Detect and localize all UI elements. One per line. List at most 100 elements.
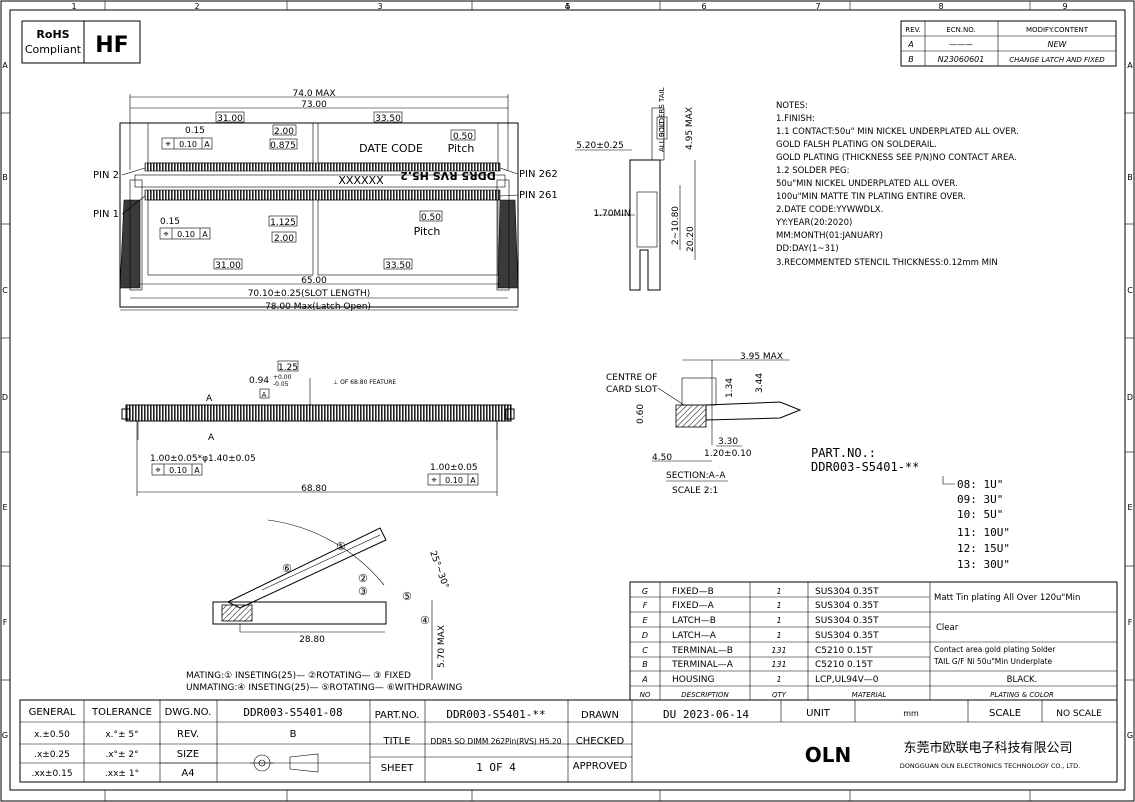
dim-all-solders: ALL SOLDERS TAIL bbox=[658, 87, 666, 152]
plating-option: 10: 5U" bbox=[957, 508, 1003, 521]
position-symbol: ⌖ bbox=[431, 476, 436, 486]
bom-header-mat: MATERIAL bbox=[852, 691, 887, 699]
size-label: SIZE bbox=[177, 749, 199, 760]
row-marker: A bbox=[2, 61, 8, 70]
dim-2880: 28.80 bbox=[299, 635, 325, 645]
section-a-bot: A bbox=[208, 433, 215, 443]
row-marker: G bbox=[1127, 731, 1133, 740]
dim-570-max: 5.70 MAX bbox=[437, 625, 447, 668]
bom-qty: 1 bbox=[776, 631, 781, 640]
tol-right: 0.10 bbox=[445, 476, 463, 485]
approved-label: APPROVED bbox=[573, 761, 628, 772]
datum-left: A bbox=[194, 466, 200, 475]
sheet-label: SHEET bbox=[381, 763, 415, 774]
section-a-top: A bbox=[206, 394, 213, 404]
size-value: A4 bbox=[181, 768, 194, 779]
bom-mat: C5210 0.15T bbox=[815, 660, 873, 670]
note-line: 50u"MIN NICKEL UNDERPLATED ALL OVER. bbox=[776, 179, 958, 189]
company-name-cn: 东莞市欧联电子科技有限公司 bbox=[903, 740, 1072, 756]
row-marker: E bbox=[2, 503, 7, 512]
plating-bc-2: TAIL G/F Ni 50u"Min Underplate bbox=[933, 657, 1053, 666]
scale-label: SCALE bbox=[989, 708, 1021, 719]
dim-395-max: 3.95 MAX bbox=[740, 352, 783, 362]
row-marker: F bbox=[1128, 618, 1133, 627]
dim-520: 5.20±0.25 bbox=[576, 141, 624, 151]
datum-a: A bbox=[204, 140, 210, 149]
dim-450: 4.50 bbox=[652, 453, 672, 463]
dwg-no: DDR003-S5401-08 bbox=[243, 706, 342, 719]
note-line: 2.DATE CODE:YYWWDLX. bbox=[776, 205, 883, 215]
row-marker: D bbox=[2, 393, 8, 402]
dim-344: 3.44 bbox=[755, 373, 765, 393]
bom-qty: 131 bbox=[771, 660, 786, 669]
col-marker: 3 bbox=[377, 2, 382, 11]
dim-125: 1.25 bbox=[278, 363, 298, 373]
dim-094: 0.94 bbox=[249, 376, 269, 386]
tol-general: .x±0.25 bbox=[34, 750, 70, 760]
xxxxxx-label: XXXXXX bbox=[338, 174, 384, 187]
drawn-value: DU 2023-06-14 bbox=[663, 708, 749, 721]
bom-mat: SUS304 0.35T bbox=[815, 616, 879, 626]
tolerance-label: TOLERANCE bbox=[91, 707, 152, 718]
row-marker: A bbox=[1127, 61, 1133, 70]
company-name-en: DONGGUAN OLN ELECTRONICS TECHNOLOGY CO.,… bbox=[900, 762, 1080, 770]
col-marker: 8 bbox=[938, 2, 943, 11]
bom-mat: LCP,UL94V—0 bbox=[815, 675, 879, 685]
step-5: ⑤ bbox=[402, 590, 412, 603]
part-no-label: PART.NO.: bbox=[811, 446, 876, 460]
bom-desc: LATCH—B bbox=[672, 616, 716, 626]
bom-desc: FIXED—B bbox=[672, 587, 714, 597]
position-symbol: ⌖ bbox=[155, 466, 160, 476]
step-1: ① bbox=[336, 540, 346, 553]
dim-3350-bot: 33.50 bbox=[385, 261, 411, 271]
ddr5-marking: DDR5 RVS H5.2 bbox=[400, 169, 496, 182]
note-line: NOTES: bbox=[776, 101, 808, 111]
ecn-cell: N23060601 bbox=[938, 55, 985, 64]
row-marker: B bbox=[1127, 173, 1133, 182]
bom-qty: 1 bbox=[776, 601, 781, 610]
compliant-label: Compliant bbox=[25, 43, 82, 56]
plating-option: 12: 15U" bbox=[957, 542, 1010, 555]
title-label: TITLE bbox=[382, 736, 410, 747]
dim-170-min: 1.70MIN bbox=[593, 209, 630, 219]
dim-015-top: 0.15 bbox=[185, 126, 205, 136]
note-line: 1.1 CONTACT:50u" MIN NICKEL UNDERPLATED … bbox=[776, 127, 1019, 137]
bom-no: E bbox=[642, 616, 648, 625]
step-2: ② bbox=[358, 572, 368, 585]
tol-010: 0.10 bbox=[177, 230, 195, 239]
dim-120: 1.20±0.10 bbox=[704, 449, 752, 459]
side-view: 5.20±0.25 1.70MIN ALL SOLDERS TAIL 0.10 … bbox=[575, 87, 696, 291]
datum-right: A bbox=[470, 476, 476, 485]
col-marker: 6 bbox=[701, 2, 706, 11]
tol-left: 0.10 bbox=[169, 466, 187, 475]
note-line: DD:DAY(1~31) bbox=[776, 244, 839, 254]
top-view: 74.0 MAX 73.00 31.00 33.50 0.15 ⌖ 0.10 A… bbox=[93, 89, 558, 312]
pin-1-label: PIN 1 bbox=[93, 209, 119, 220]
bom-desc: TERMINAL—A bbox=[671, 660, 734, 670]
bom-desc: LATCH—A bbox=[672, 631, 717, 641]
col-marker: 5 bbox=[565, 2, 570, 11]
bom-header-no: NO bbox=[640, 691, 651, 699]
col-marker: 7 bbox=[815, 2, 820, 11]
note-line: 1.2 SOLDER PEG: bbox=[776, 166, 850, 176]
plating-bc-1: Contact area gold plating Solder bbox=[934, 645, 1056, 654]
bom-header-plating: PLATING & COLOR bbox=[990, 691, 1054, 699]
part-no: DDR003-S5401-** bbox=[446, 708, 545, 721]
bom-qty: 1 bbox=[776, 587, 781, 596]
dim-200-bot: 2.00 bbox=[274, 234, 294, 244]
bom-desc: FIXED—A bbox=[672, 601, 715, 611]
drawn-label: DRAWN bbox=[581, 710, 619, 721]
unmating-sequence: UNMATING:④ INSETING(25)— ⑤ROTATING— ⑥WIT… bbox=[186, 683, 462, 693]
bom-mat: SUS304 0.35T bbox=[815, 601, 879, 611]
note-line: YY:YEAR(20:2020) bbox=[775, 218, 852, 228]
modify-header: MODIFY.CONTENT bbox=[1026, 26, 1089, 34]
pin-261-label: PIN 261 bbox=[519, 190, 558, 201]
rev-label: REV. bbox=[177, 729, 199, 740]
general-label: GENERAL bbox=[29, 707, 76, 718]
rohs-label: RoHS bbox=[36, 28, 69, 41]
hf-label: HF bbox=[95, 33, 128, 58]
compliance-badge: RoHS Compliant HF bbox=[21, 20, 141, 64]
bom-mat: SUS304 0.35T bbox=[815, 631, 879, 641]
